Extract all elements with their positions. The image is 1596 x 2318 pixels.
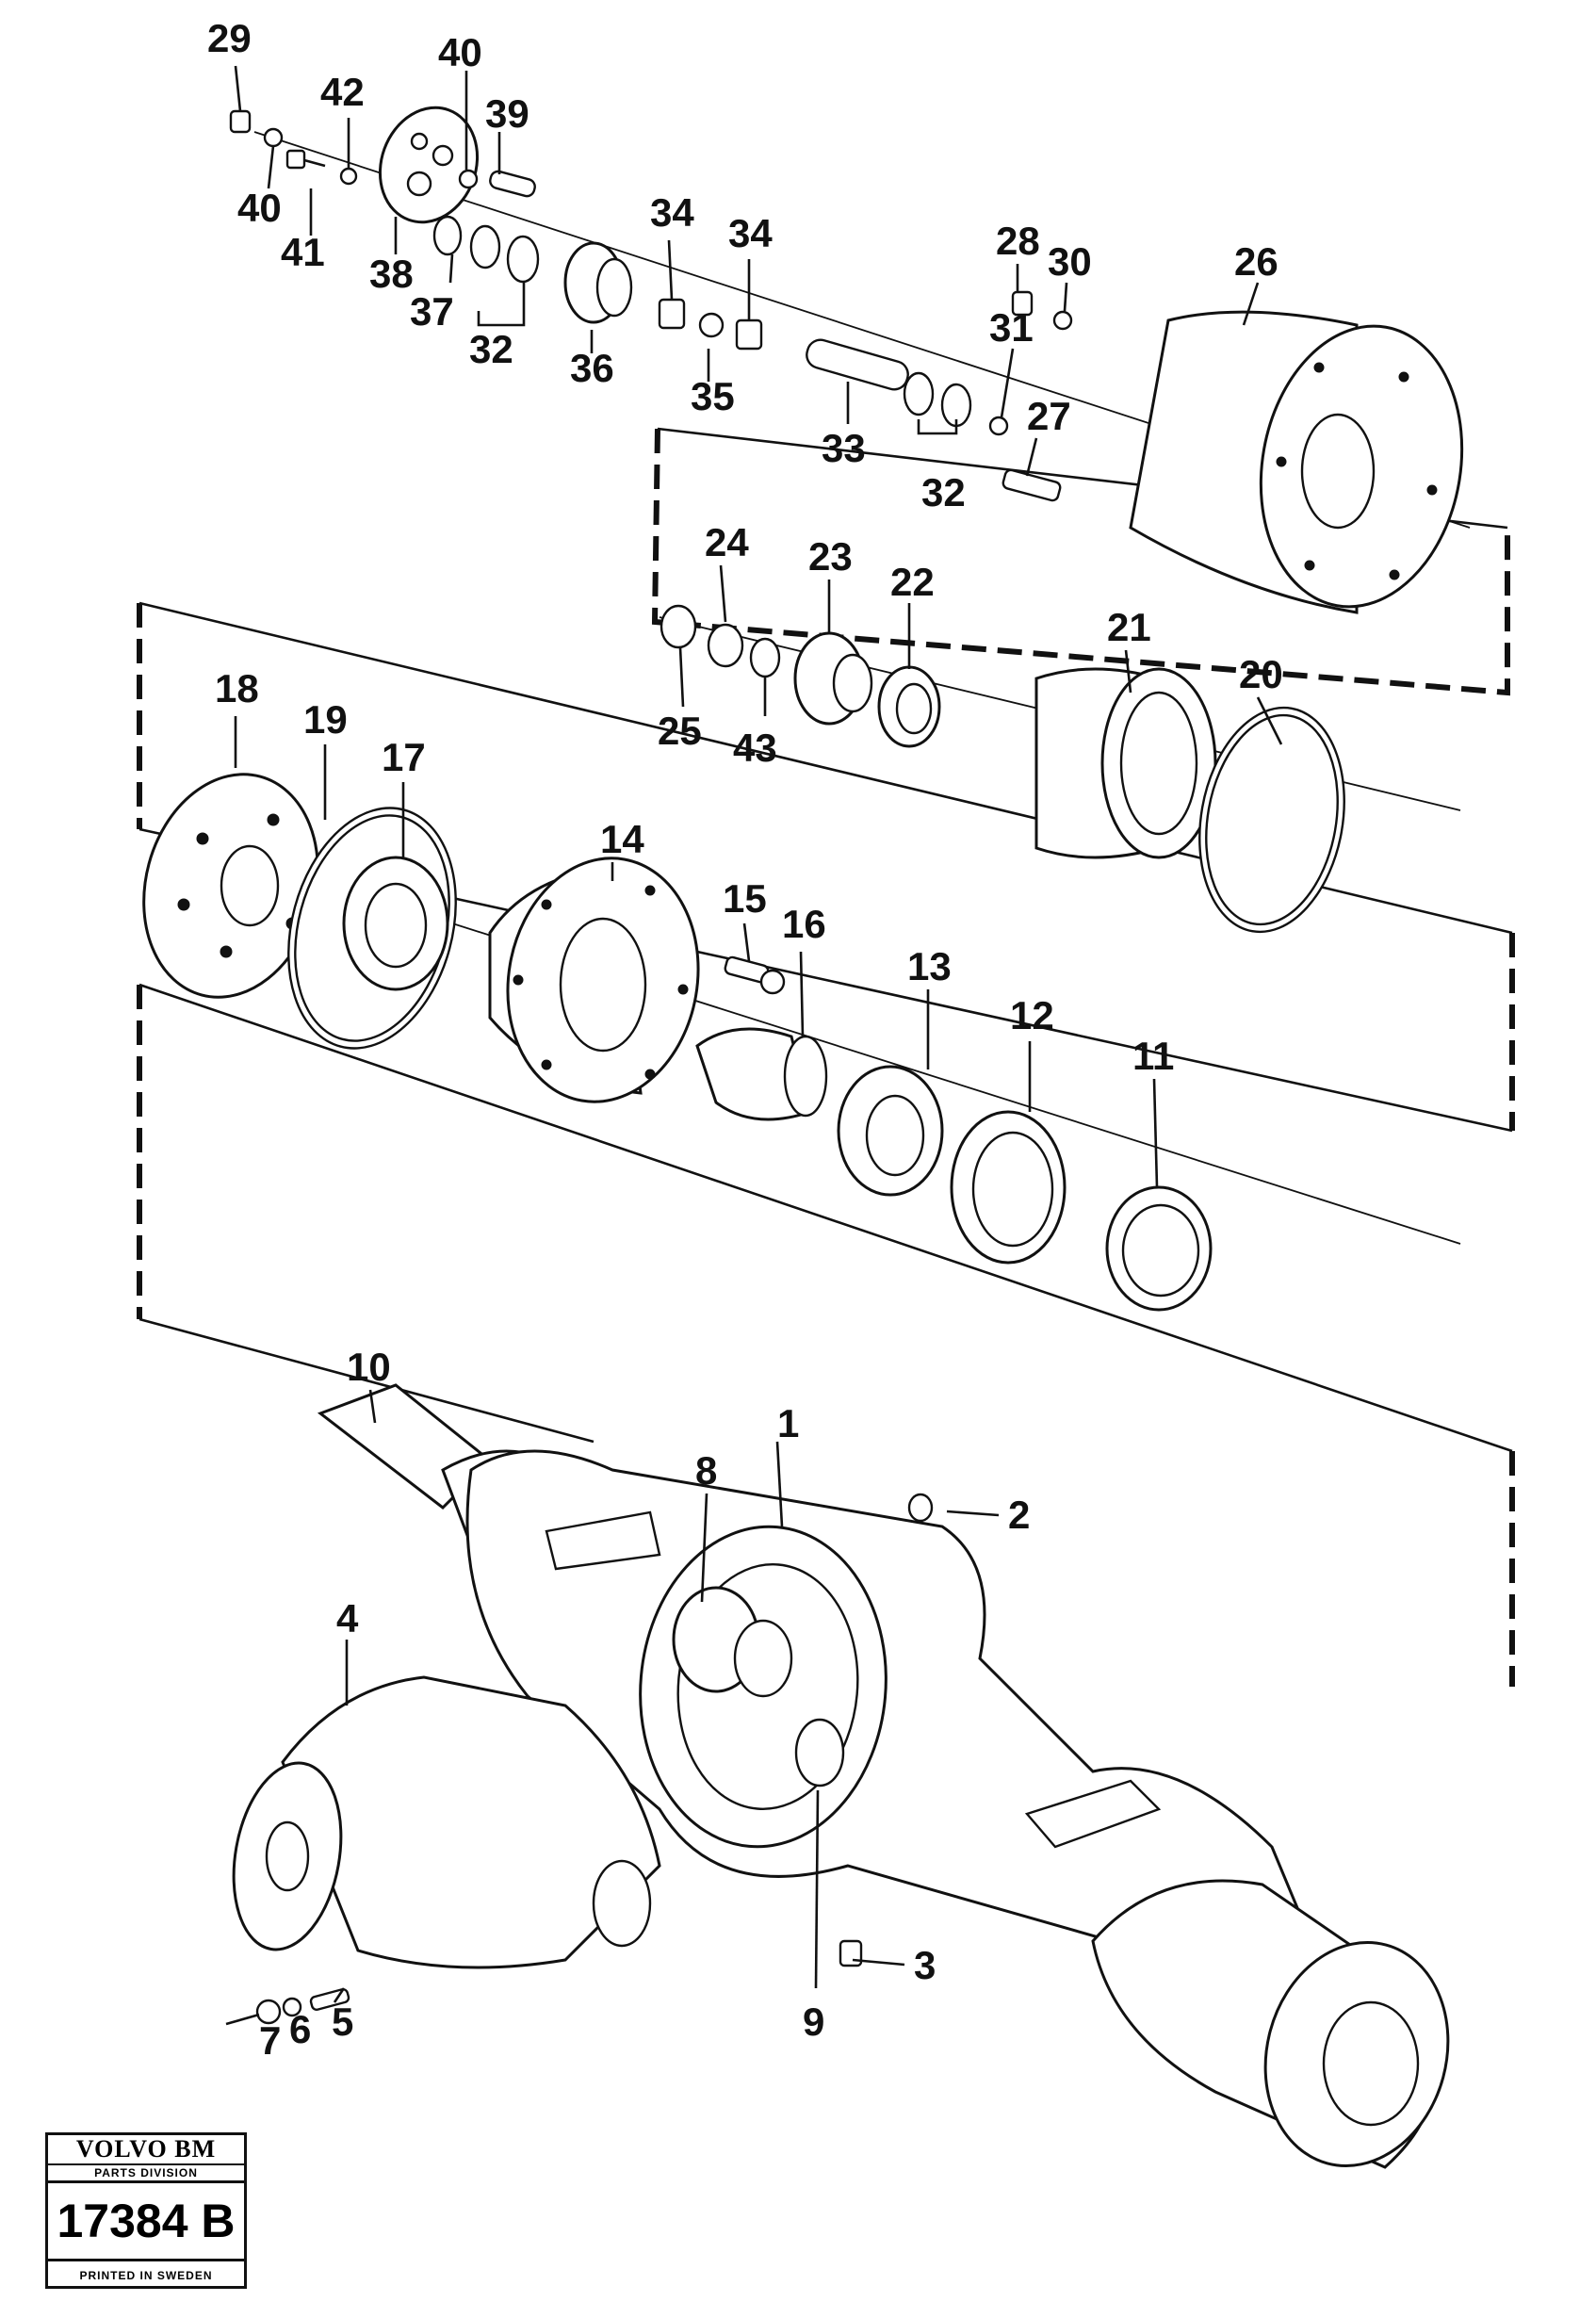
plug-28-30 [1011,290,1073,331]
callout-1: 1 [777,1401,799,1445]
snap-ring-20 [1198,706,1345,934]
callout-7: 7 [259,2018,281,2063]
ring-gear-21 [1034,667,1217,859]
final-drive-hub [1091,1879,1450,2169]
callout-19: 19 [303,697,348,742]
callout-26: 26 [1234,239,1278,284]
sleeve-16 [695,1027,828,1121]
callout-40: 40 [438,30,482,74]
stud-nut-5-6-7 [225,1987,350,2026]
differential-carrier-4 [232,1675,661,1969]
callout-21: 21 [1107,605,1151,649]
differential-gear-8 [672,1586,845,1787]
needle-rollers-34 [658,298,763,351]
callout-22: 22 [890,560,935,604]
pin-39 [458,169,536,198]
callout-23: 23 [808,534,853,579]
washers-32-31 [903,371,1009,436]
callout-16: 16 [782,902,826,946]
callout-13: 13 [907,944,952,988]
callout-labels: 29 40 42 39 40 41 38 37 32 36 34 34 35 3… [207,16,1283,2063]
callout-33: 33 [822,426,866,470]
callout-32: 32 [469,327,513,371]
planet-carrier-cover [378,106,480,224]
callout-27: 27 [1027,394,1071,438]
o-ring-43 [749,637,781,678]
plug-2 [907,1493,934,1523]
callout-18: 18 [215,666,259,710]
callout-40b: 40 [237,186,282,230]
callout-29: 29 [207,16,252,60]
callout-35: 35 [691,374,735,418]
bearing-cup-12 [950,1110,1067,1265]
callout-2: 2 [1008,1493,1030,1537]
sun-gear-23 [793,631,873,726]
callout-9: 9 [803,2000,824,2044]
stamp-division: PARTS DIVISION [48,2165,244,2183]
screw-41 [285,149,358,186]
callout-20: 20 [1239,652,1283,696]
callout-15: 15 [723,876,767,921]
callout-24: 24 [705,520,749,564]
callout-37: 37 [410,289,454,334]
callout-34: 34 [650,190,694,235]
callout-12: 12 [1010,993,1054,1037]
callout-28: 28 [996,219,1040,263]
planet-gear-36 [563,241,633,324]
callout-8: 8 [695,1448,717,1493]
callout-42: 42 [320,70,365,114]
planet-housing-26 [1129,310,1464,614]
stamp-number: 17384 B [48,2183,244,2261]
callout-25: 25 [658,709,702,753]
circlip-25 [660,604,697,649]
shaft-33 [806,338,909,391]
callout-14: 14 [600,817,644,861]
bearing-17 [342,856,449,991]
callout-6: 6 [289,2007,311,2051]
callout-43: 43 [733,726,777,770]
callout-32b: 32 [921,470,966,514]
bearing-13 [837,1065,944,1197]
callout-17: 17 [382,735,426,779]
callout-41: 41 [281,230,325,274]
thrust-washers-32-37 [432,215,540,284]
callout-38: 38 [369,252,414,296]
wheel-hub-14 [488,857,700,1103]
callout-34b: 34 [728,211,773,255]
stud-15 [724,955,786,995]
callout-5: 5 [332,2000,353,2044]
callout-31: 31 [989,305,1034,350]
hub-flange-18 [142,773,319,999]
washer-24 [707,623,744,668]
group-frame-bearings [137,983,1515,1687]
leader-lines [234,65,1283,2003]
bolt-27 [1002,468,1062,502]
bushing-22 [877,665,941,748]
callout-36: 36 [570,346,614,390]
parts-stamp: VOLVO BM PARTS DIVISION 17384 B PRINTED … [45,2132,247,2289]
stamp-printed: PRINTED IN SWEDEN [79,2269,213,2282]
callout-10: 10 [347,1345,391,1389]
plug-3 [839,1939,863,1967]
callout-11: 11 [1132,1034,1174,1078]
callout-4: 4 [336,1596,359,1641]
plug-29 [229,109,284,148]
callout-39: 39 [485,91,529,136]
callout-30: 30 [1048,239,1092,284]
stamp-brand: VOLVO BM [48,2135,244,2165]
seal-11 [1105,1185,1213,1312]
callout-3: 3 [914,1943,936,1987]
